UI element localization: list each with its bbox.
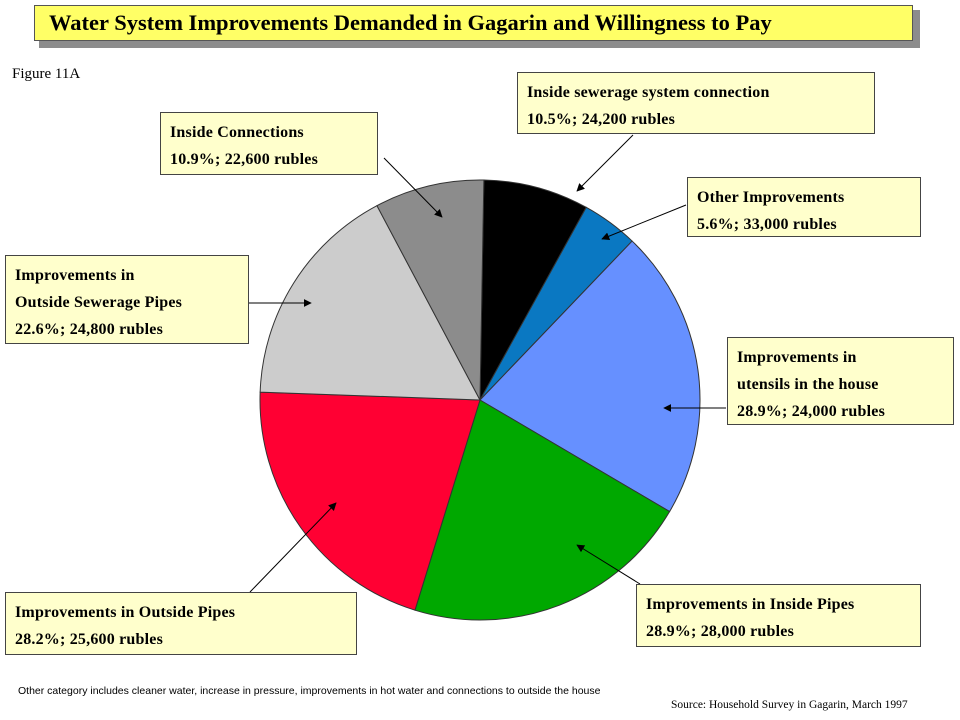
pie-slice-outside-pipes: [259, 391, 481, 611]
callout-outside-sewerage-pipes-line-1: Improvements in: [15, 267, 135, 284]
pie-slice-inside-connections: [376, 179, 485, 401]
figure-label: Figure 11A: [12, 66, 81, 82]
callout-inside-sewerage-connection: Inside sewerage system connection 10.5%; …: [517, 72, 875, 134]
leader-arrow-inside-sewerage-connection: [576, 134, 634, 192]
leader-arrow-inside-pipes: [576, 544, 641, 585]
callout-outside-sewerage-pipes: Improvements in Outside Sewerage Pipes 22.…: [5, 255, 249, 344]
callout-outside-pipes-line-2: 28.2%; 25,600 rubles: [15, 631, 163, 648]
callout-utensils-line-3: 28.9%; 24,000 rubles: [737, 403, 885, 420]
callout-utensils: Improvements in utensils in the house 28.9…: [727, 337, 954, 425]
callout-outside-pipes: Improvements in Outside Pipes 28.2%; 25,6…: [5, 592, 357, 655]
pie-slice-outside-sewerage-pipes: [259, 204, 481, 401]
pie-slice-inside-pipes: [414, 399, 671, 621]
leader-arrow-inside-connections: [383, 157, 443, 218]
leader-arrow-outside-pipes: [249, 502, 337, 593]
callout-inside-sewerage-connection-line-2: 10.5%; 24,200 rubles: [527, 111, 675, 128]
callout-inside-pipes: Improvements in Inside Pipes 28.9%; 28,00…: [636, 584, 921, 647]
callout-other-improvements-line-1: Other Improvements: [697, 189, 845, 206]
callout-inside-pipes-line-1: Improvements in Inside Pipes: [646, 596, 855, 613]
pie-slice-utensils: [479, 240, 701, 513]
pie-slice-inside-sewerage-connection: [479, 179, 587, 401]
callout-inside-pipes-line-2: 28.9%; 28,000 rubles: [646, 623, 794, 640]
callout-outside-sewerage-pipes-line-2: Outside Sewerage Pipes: [15, 294, 183, 311]
leader-arrow-other-improvements: [601, 204, 687, 241]
callout-other-improvements: Other Improvements 5.6%; 33,000 rubles: [687, 177, 921, 237]
callout-other-improvements-line-2: 5.6%; 33,000 rubles: [697, 216, 837, 233]
callout-outside-pipes-line-1: Improvements in Outside Pipes: [15, 604, 236, 621]
callout-utensils-line-1: Improvements in: [737, 349, 857, 366]
callout-outside-sewerage-pipes-line-3: 22.6%; 24,800 rubles: [15, 321, 163, 338]
chart-title: Water System Improvements Demanded in Ga…: [34, 5, 913, 41]
callout-inside-sewerage-connection-line-1: Inside sewerage system connection: [527, 84, 770, 101]
callout-inside-connections: Inside Connections 10.9%; 22,600 rubles: [160, 112, 378, 175]
callout-inside-connections-line-1: Inside Connections: [170, 124, 304, 141]
callout-utensils-line-2: utensils in the house: [737, 376, 879, 393]
footnote: Other category includes cleaner water, i…: [18, 685, 601, 697]
callout-inside-connections-line-2: 10.9%; 22,600 rubles: [170, 151, 318, 168]
source-note: Source: Household Survey in Gagarin, Mar…: [671, 699, 908, 711]
